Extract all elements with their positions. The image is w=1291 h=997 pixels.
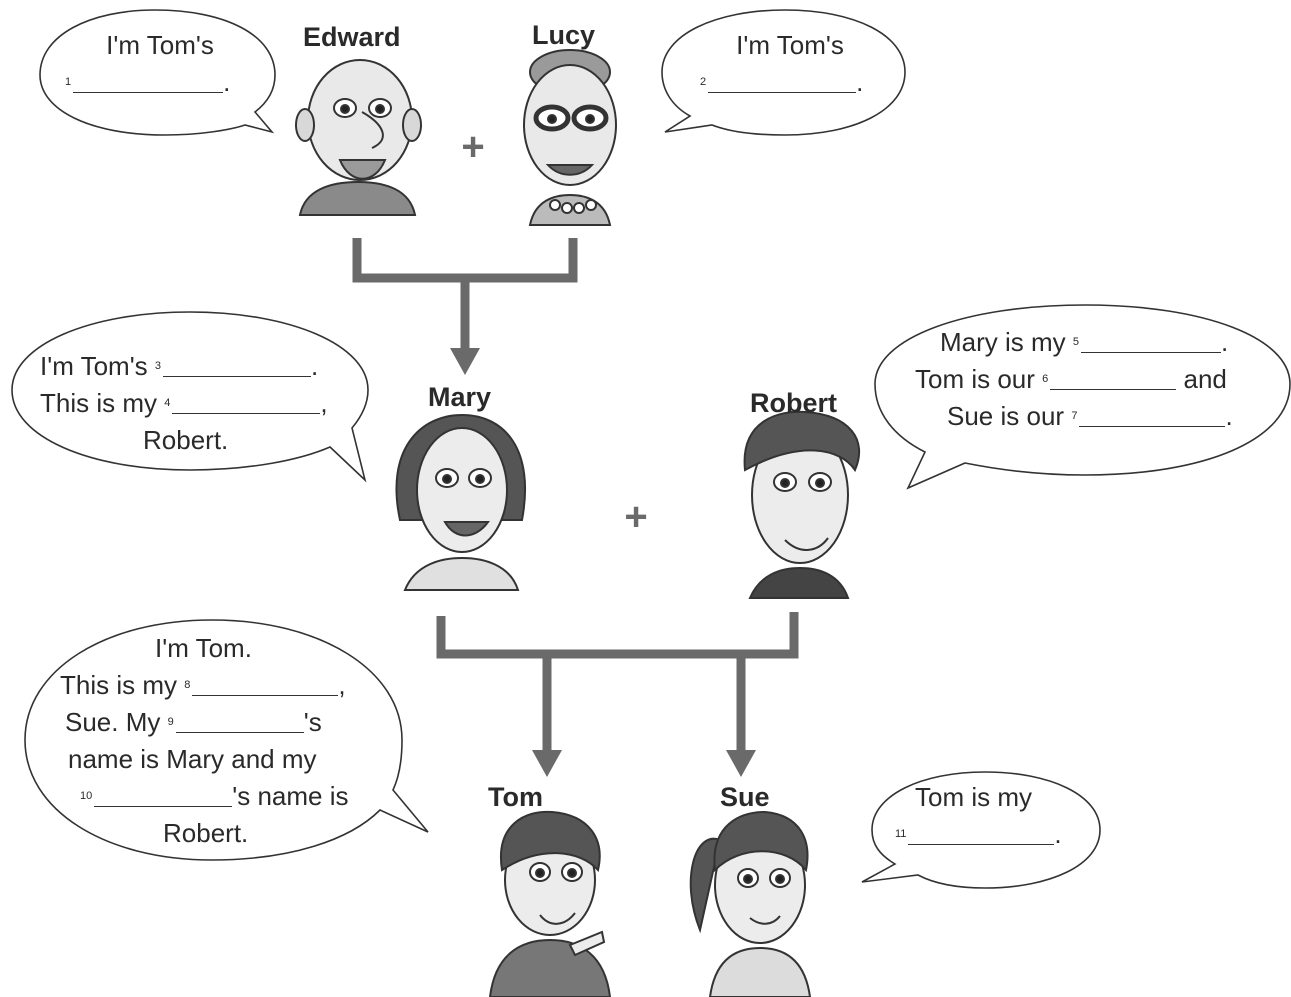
- bubble-text-lucy: I'm Tom's 2.: [700, 27, 880, 101]
- punct: ,: [320, 388, 328, 418]
- name-tom: Tom: [488, 782, 543, 812]
- lucy-portrait: [523, 49, 617, 226]
- speech-bubble-tom: [24, 619, 429, 861]
- bubble-edward-line2: 1.: [65, 64, 255, 101]
- bubble-mary-line2: This is my 4,: [40, 385, 360, 422]
- blank-number-11: 11: [895, 828, 907, 840]
- arrowhead-to-tom: [532, 750, 562, 777]
- bubble-lucy-line2: 2.: [700, 64, 880, 101]
- punct: .: [1225, 401, 1233, 431]
- text: Sue. My: [65, 707, 161, 737]
- bubble-text-tom: I'm Tom. This is my 8, Sue. My 9 's name …: [55, 630, 375, 852]
- plus-sign-grandparents: +: [461, 125, 484, 169]
- bubble-mary-line1: I'm Tom's 3.: [40, 348, 360, 385]
- answer-blank-1[interactable]: [73, 72, 224, 93]
- speech-bubble-sue: [861, 771, 1101, 889]
- bubble-tom-line5: 10 's name is: [55, 778, 375, 815]
- bubble-sue-line2: 11.: [895, 816, 1085, 853]
- text: Mary is my: [940, 327, 1066, 357]
- blank-number-5: 5: [1072, 336, 1080, 348]
- punct: .: [1221, 327, 1229, 357]
- bubble-sue-line1: Tom is my: [915, 782, 1032, 812]
- blank-number-3: 3: [154, 360, 162, 372]
- text: and: [1183, 364, 1227, 394]
- punct: .: [1054, 819, 1062, 849]
- speech-bubble-lucy: [661, 9, 906, 136]
- speech-bubble-robert: [874, 304, 1291, 490]
- arrowhead-to-sue: [726, 750, 756, 777]
- blank-number-9: 9: [167, 716, 174, 728]
- arrowhead-to-mary: [450, 348, 480, 375]
- edward-portrait: [295, 59, 422, 216]
- connector-grandparents: [352, 238, 578, 350]
- sue-portrait: [689, 810, 812, 997]
- name-sue: Sue: [720, 782, 770, 812]
- speech-bubble-edward: [39, 9, 276, 136]
- bubble-tom-line1: I'm Tom.: [155, 633, 252, 663]
- answer-blank-8[interactable]: [192, 675, 339, 696]
- answer-blank-4[interactable]: [172, 393, 321, 414]
- blank-number-7: 7: [1071, 410, 1078, 422]
- answer-blank-5[interactable]: [1081, 332, 1222, 353]
- text: Tom is our: [915, 364, 1035, 394]
- bubble-text-sue: Tom is my 11.: [895, 779, 1085, 853]
- name-lucy: Lucy: [532, 20, 596, 50]
- bubble-tom-line4: name is Mary and my: [68, 744, 317, 774]
- text: This is my: [60, 670, 177, 700]
- name-robert: Robert: [750, 388, 837, 418]
- bubble-mary-line3: Robert.: [143, 425, 229, 455]
- robert-portrait: [743, 410, 861, 599]
- punct: .: [223, 67, 231, 97]
- tom-portrait: [488, 810, 612, 997]
- bubble-robert-line3: Sue is our 7.: [915, 398, 1287, 435]
- blank-number-6: 6: [1042, 373, 1049, 385]
- answer-blank-2[interactable]: [708, 72, 857, 93]
- answer-blank-6[interactable]: [1050, 369, 1177, 390]
- speech-bubble-mary: [11, 311, 369, 483]
- text: 's: [303, 707, 322, 737]
- bubble-text-robert: Mary is my 5. Tom is our 6 and Sue is ou…: [915, 324, 1287, 435]
- bubble-edward-line1: I'm Tom's: [106, 30, 214, 60]
- bubble-text-edward: I'm Tom's 1.: [65, 27, 255, 101]
- text: 's name is: [232, 781, 349, 811]
- bubble-robert-line2: Tom is our 6 and: [915, 361, 1287, 398]
- answer-blank-3[interactable]: [163, 356, 312, 377]
- name-mary: Mary: [428, 382, 492, 412]
- blank-number-1: 1: [65, 76, 72, 88]
- bubble-tom-line3: Sue. My 9 's: [55, 704, 375, 741]
- bubble-tom-line2: This is my 8,: [55, 667, 375, 704]
- punct: ,: [338, 670, 346, 700]
- connector-parents: [436, 612, 799, 752]
- bubble-text-mary: I'm Tom's 3. This is my 4, Robert.: [40, 348, 360, 459]
- bubble-tom-line6: Robert.: [163, 818, 249, 848]
- answer-blank-11[interactable]: [908, 824, 1055, 845]
- bubble-lucy-line1: I'm Tom's: [736, 30, 844, 60]
- name-edward: Edward: [303, 22, 401, 52]
- text: Sue is our: [947, 401, 1065, 431]
- plus-sign-parents: +: [624, 495, 647, 539]
- answer-blank-9[interactable]: [175, 712, 304, 733]
- blank-number-8: 8: [184, 679, 191, 691]
- punct: .: [856, 67, 864, 97]
- blank-number-4: 4: [164, 397, 171, 409]
- answer-blank-10[interactable]: [94, 786, 233, 807]
- punct: .: [311, 351, 319, 381]
- bubble-robert-line1: Mary is my 5.: [915, 324, 1287, 361]
- text: I'm Tom's: [40, 351, 148, 381]
- text: This is my: [40, 388, 157, 418]
- answer-blank-7[interactable]: [1079, 406, 1226, 427]
- blank-number-2: 2: [700, 76, 707, 88]
- mary-portrait: [395, 413, 527, 591]
- blank-number-10: 10: [80, 790, 93, 802]
